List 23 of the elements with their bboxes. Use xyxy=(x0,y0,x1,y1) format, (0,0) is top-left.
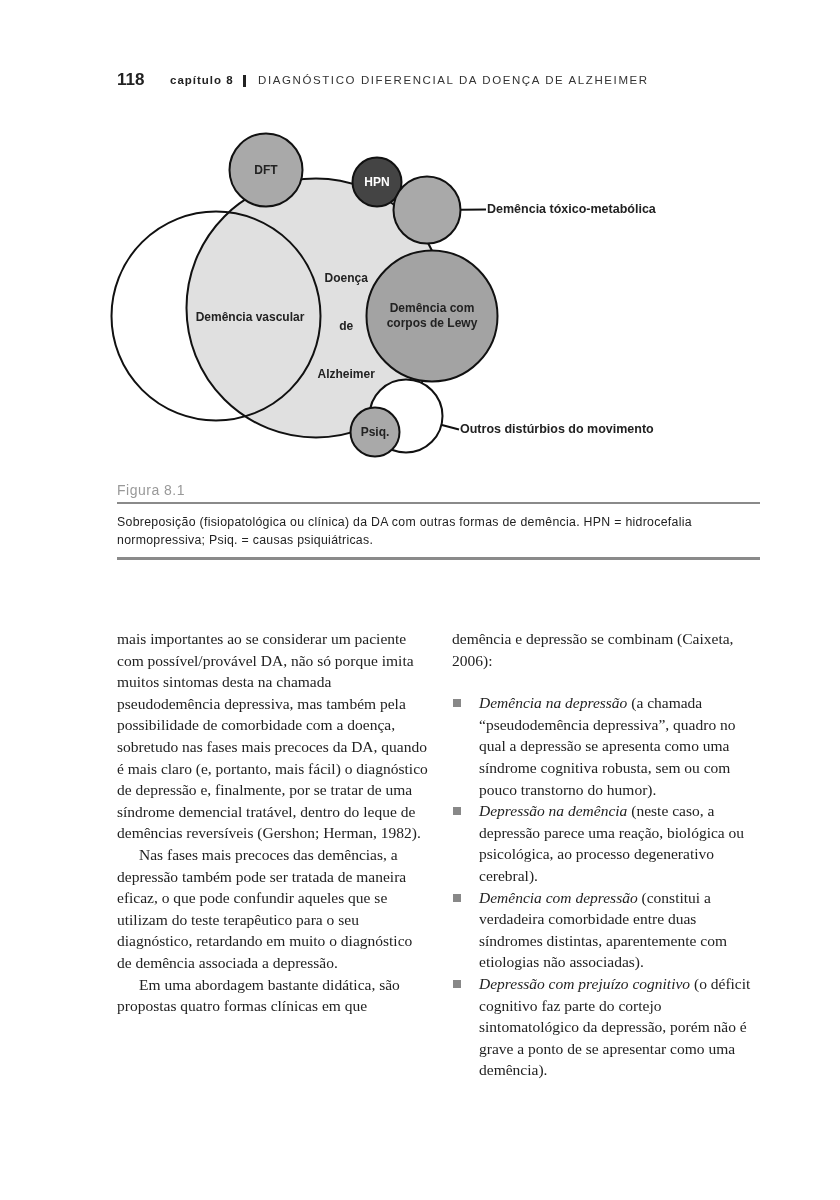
circle-label: Doença de Alzheimer xyxy=(317,270,375,383)
figure-number: Figura 8.1 xyxy=(117,482,186,498)
callout-label: Demência tóxico-metabólica xyxy=(487,202,656,217)
callout-label: Outros distúrbios do movimento xyxy=(460,422,654,437)
leader-line xyxy=(460,208,487,211)
list-item-text: Depressão na demência (neste caso, a depressão parece uma reação, biológica ou psicológica, ao processo degenerativo cerebral). xyxy=(479,801,746,886)
circle-label: HPN xyxy=(363,174,391,190)
body-paragraph: Em uma abordagem bastante didática, são propostas quatro formas clínicas em que xyxy=(117,974,401,1017)
list-item-text: Depressão com prejuízo cognitivo (o déficit cognitivo faz parte do cortejo sintomatológico da depressão, porém não é grave a ponto de se apresentar como uma demência). xyxy=(479,973,752,1081)
figure-caption: Sobreposição (fisiopatológica ou clínica) da DA com outras formas de demência. HPN = hidrocefalia normopressiva; Psiq. = causas psiquiátricas. xyxy=(117,514,693,549)
list-item-text: Demência com depressão (constitui a verdadeira comorbidade entre duas síndromes distintas, aparentemente com etiologias não associadas). xyxy=(479,887,728,973)
page-number: 118 xyxy=(117,70,145,90)
circle-label: Demência vascular xyxy=(194,309,306,325)
circle-label: DFT xyxy=(253,162,279,178)
circle-label: Demência com corpos de Lewy xyxy=(385,301,479,331)
body-paragraph: demência e depressão se combinam (Caixeta, 2006): xyxy=(452,629,735,671)
body-paragraph: Nas fases mais precoces das demências, a depressão também pode ser tratada de maneira eficaz, o que pode confundir aqueles que se utilizam do teste terapêutico para o seu diagnóstico, retardando em muito o diagnóstico de demência associada a depressão. xyxy=(117,844,414,973)
running-header: DIAGNÓSTICO DIFERENCIAL DA DOENÇA DE ALZHEIMER xyxy=(258,74,649,86)
circle-label: Psiq. xyxy=(359,424,391,440)
chapter-label: capítulo 8 xyxy=(170,74,234,86)
leader-line xyxy=(440,423,460,431)
body-paragraph: mais importantes ao se considerar um paciente com possível/provável DA, não só porque imita muitos sintomas desta na chamada pseudodemência depressiva, mas também pela possibilidade de comorbidade com a doença, sobretudo nas fases mais precoces da DA, quando é mais claro (e, portanto, mais fácil) o diagnóstico de depressão e, finalmente, por se tratar de uma síndrome demencial tratável, dentro do leque de demências reversíveis (Gershon; Herman, 1982). xyxy=(117,629,428,844)
list-item-text: Demência na depressão (a chamada “pseudodemência depressiva”, quadro no qual a depressão se apresenta como uma síndrome cognitiva robusta, sem ou com pouco transtorno do humor). xyxy=(479,693,737,800)
